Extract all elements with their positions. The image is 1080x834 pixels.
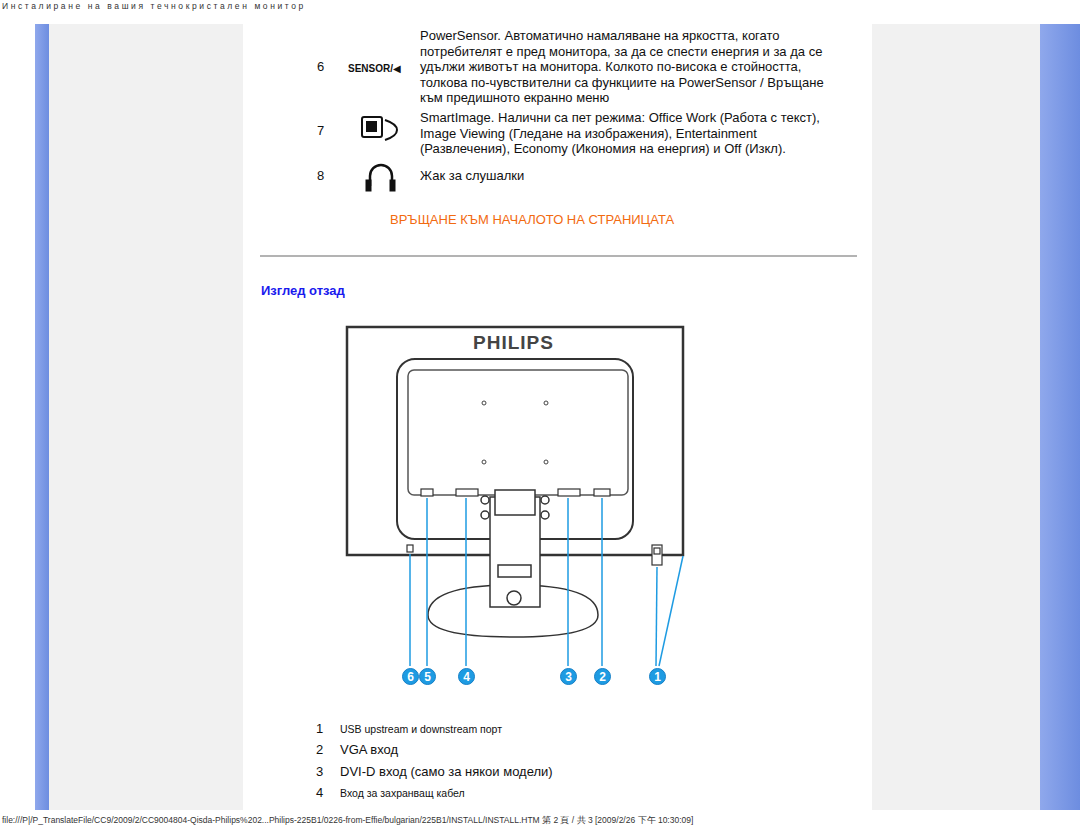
row-number: 6 [317,59,329,75]
list-number: 4 [316,785,328,801]
button-label: SENSOR/◀ [348,61,418,77]
list-text: DVI-D вход (само за някои модели) [340,764,640,780]
page-header: Инсталиране на вашия течнокристален мони… [2,1,422,11]
callout-number: 3 [565,671,572,683]
callout-circle: 5 [419,668,436,685]
list-number: 1 [316,721,328,737]
callout-circle: 1 [649,668,666,685]
row-description: Жак за слушалки [420,168,720,184]
callout-number: 2 [599,671,606,683]
page-footer: file:///P|/P_TranslateFile/CC9/2009/2/CC… [2,813,1072,829]
callout-number: 5 [424,671,431,683]
back-to-top-link: ВРЪЩАНЕ КЪМ НАЧАЛОТО НА СТРАНИЦАТА [390,212,730,228]
brand-logo: PHILIPS [473,333,563,353]
callout-number: 4 [463,671,470,683]
callout-circle: 4 [458,668,475,685]
callout-circle: 2 [594,668,611,685]
list-text: USB upstream и downstream порт [340,722,640,738]
row-description: SmartImage. Налични са пет режима: Offic… [420,110,830,157]
row-number: 8 [317,168,329,184]
list-number: 2 [316,742,328,758]
callout-circle: 3 [560,668,577,685]
callout-circle: 6 [402,668,419,685]
row-number: 7 [317,123,329,139]
callout-number: 6 [407,671,414,683]
list-number: 3 [316,764,328,780]
section-heading: Изглед отзад [261,283,345,299]
row-description: PowerSensor. Автоматично намаляване на я… [420,28,830,106]
list-text: Вход за захранващ кабел [340,786,640,802]
callout-number: 1 [654,671,661,683]
list-text: VGA вход [340,742,640,758]
